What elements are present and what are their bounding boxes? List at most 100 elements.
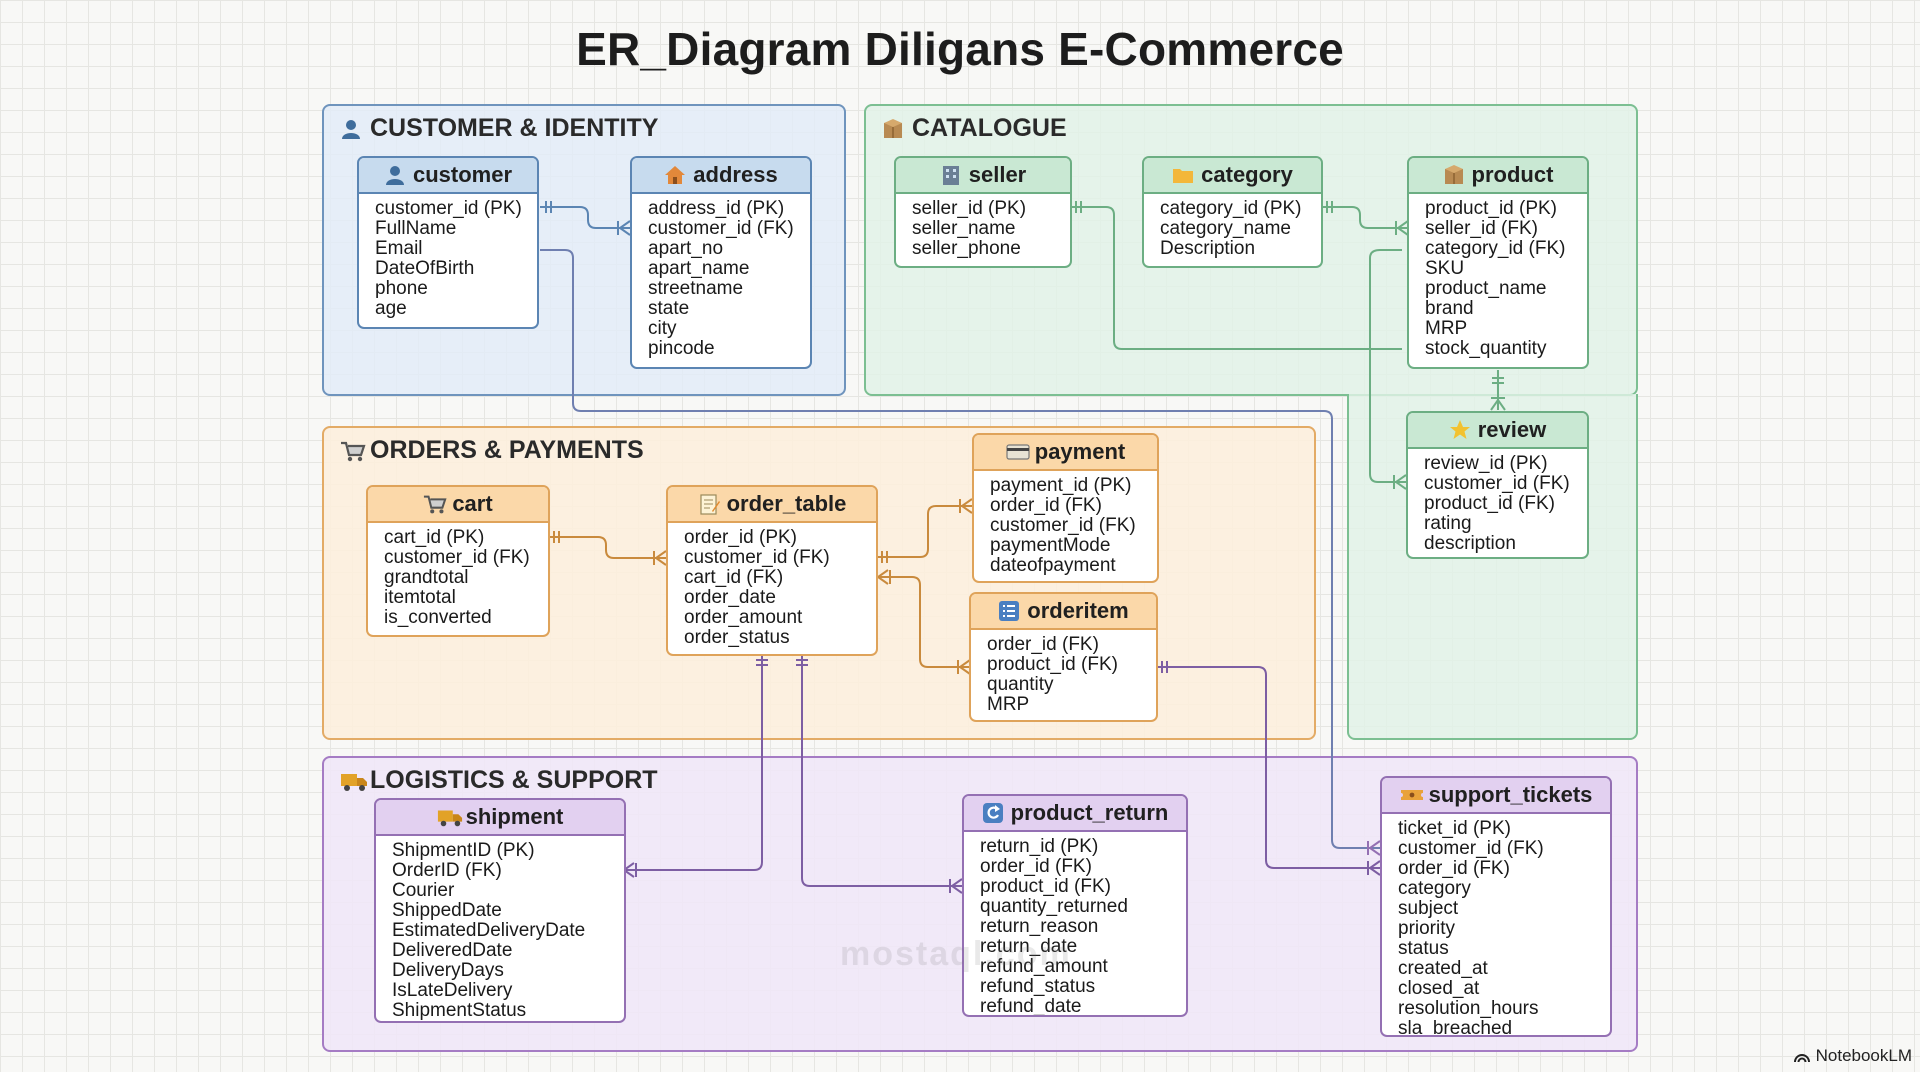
entity-field: sla_breached <box>1398 1018 1513 1037</box>
entity-field: product_id (FK) <box>1424 493 1555 514</box>
entity-field: city <box>648 318 677 339</box>
entity-field: EstimatedDeliveryDate <box>392 920 586 941</box>
entity-field: resolution_hours <box>1398 998 1539 1019</box>
entity-field: ticket_id (PK) <box>1398 818 1511 839</box>
star-icon <box>1449 419 1471 441</box>
entity-field: refund_status <box>980 976 1096 997</box>
entity-field: cart_id (FK) <box>684 567 784 588</box>
entity-field: seller_id (PK) <box>912 198 1027 219</box>
entity-field: IsLateDelivery <box>392 980 513 1001</box>
person-icon <box>340 118 362 140</box>
field-list: order_id (PK)customer_id (FK)cart_id (FK… <box>668 523 876 652</box>
entity-field: order_amount <box>684 607 803 628</box>
entity-field: return_id (PK) <box>980 836 1099 857</box>
entity-field: Description <box>1160 238 1256 259</box>
entity-name: seller <box>968 162 1027 187</box>
footer: NotebookLM <box>1793 1046 1912 1066</box>
entity-field: streetname <box>648 278 744 299</box>
entity-field: apart_no <box>648 238 724 259</box>
entity-product-return[interactable]: product_return return_id (PK)order_id (F… <box>962 794 1188 1017</box>
entity-name: product_return <box>1010 800 1169 825</box>
entity-field: category_name <box>1160 218 1291 239</box>
entity-field: DateOfBirth <box>375 258 475 279</box>
entity-field: order_id (PK) <box>684 527 797 548</box>
entity-product[interactable]: product product_id (PK)seller_id (FK)cat… <box>1407 156 1589 369</box>
entity-name: payment <box>1034 439 1126 464</box>
entity-field: closed_at <box>1398 978 1480 999</box>
entity-field: category_id (PK) <box>1160 198 1302 219</box>
entity-name: support_tickets <box>1428 782 1593 807</box>
entity-cart[interactable]: cart cart_id (PK)customer_id (FK)grandto… <box>366 485 550 637</box>
entity-name: shipment <box>465 804 564 829</box>
house-icon <box>664 164 686 186</box>
list-icon <box>998 600 1020 622</box>
entity-name: category <box>1201 162 1293 187</box>
notebooklm-logo-icon <box>1793 1047 1811 1065</box>
entity-field: priority <box>1398 918 1456 939</box>
field-list: return_id (PK)order_id (FK)product_id (F… <box>964 832 1186 1017</box>
entity-field: age <box>375 298 407 319</box>
entity-field: customer_id (FK) <box>1398 838 1544 859</box>
entity-field: phone <box>375 278 428 299</box>
field-list: product_id (PK)seller_id (FK)category_id… <box>1409 194 1587 363</box>
entity-payment[interactable]: payment payment_id (PK)order_id (FK)cust… <box>972 433 1159 583</box>
entity-field: customer_id (FK) <box>648 218 794 239</box>
entity-review[interactable]: review review_id (PK)customer_id (FK)pro… <box>1406 411 1589 559</box>
watermark: mostaql.com <box>840 935 1072 973</box>
person-icon <box>384 164 406 186</box>
entity-field: stock_quantity <box>1425 338 1547 359</box>
folder-icon <box>1172 164 1194 186</box>
entity-field: customer_id (PK) <box>375 198 522 219</box>
truck-icon <box>340 770 367 792</box>
entity-field: refund_date <box>980 996 1082 1017</box>
box-icon <box>1443 164 1465 186</box>
footer-label: NotebookLM <box>1815 1046 1912 1065</box>
entity-field: order_date <box>684 587 776 608</box>
entity-name: address <box>693 162 778 187</box>
entity-order-table[interactable]: order_table order_id (PK)customer_id (FK… <box>666 485 878 656</box>
entity-field: return_reason <box>980 916 1099 937</box>
entity-name: order_table <box>726 491 847 516</box>
credit-card-icon <box>1006 441 1030 463</box>
entity-field: rating <box>1424 513 1472 534</box>
entity-field: customer_id (FK) <box>990 515 1136 536</box>
entity-field: refund_amount <box>980 956 1108 977</box>
entity-field: customer_id (FK) <box>1424 473 1570 494</box>
entity-name: customer <box>412 162 513 187</box>
entity-field: review_id (PK) <box>1424 453 1548 474</box>
entity-field: order_id (FK) <box>1398 858 1510 879</box>
entity-field: paymentMode <box>990 535 1111 556</box>
entity-support-tickets[interactable]: support_tickets ticket_id (PK)customer_i… <box>1380 776 1612 1037</box>
entity-name: orderitem <box>1027 598 1129 623</box>
group-label: CUSTOMER & IDENTITY <box>370 114 659 142</box>
entity-field: seller_name <box>912 218 1016 239</box>
truck-icon <box>437 806 462 828</box>
entity-field: ShipmentID (PK) <box>392 840 535 861</box>
building-icon <box>940 164 962 186</box>
entity-field: Courier <box>392 880 455 901</box>
entity-field: quantity_returned <box>980 896 1128 917</box>
entity-field: OrderID (FK) <box>392 860 502 881</box>
entity-field: DeliveryDays <box>392 960 504 981</box>
entity-shipment[interactable]: shipment ShipmentID (PK)OrderID (FK)Cour… <box>374 798 626 1023</box>
entity-address[interactable]: address address_id (PK)customer_id (FK)a… <box>630 156 812 369</box>
diagram-title: ER_Diagram Diligans E-Commerce <box>576 23 1344 75</box>
entity-field: Email <box>375 238 423 259</box>
entity-field: payment_id (PK) <box>990 475 1132 496</box>
return-arrow-icon <box>982 802 1004 824</box>
group-label: ORDERS & PAYMENTS <box>370 436 644 464</box>
entity-field: cart_id (PK) <box>384 527 485 548</box>
entity-field: itemtotal <box>384 587 456 608</box>
entity-name: cart <box>452 491 493 516</box>
entity-field: is_converted <box>384 607 492 628</box>
entity-field: dateofpayment <box>990 555 1116 576</box>
entity-orderitem[interactable]: orderitem order_id (FK)product_id (FK)qu… <box>969 592 1158 722</box>
group-label: LOGISTICS & SUPPORT <box>370 766 658 794</box>
